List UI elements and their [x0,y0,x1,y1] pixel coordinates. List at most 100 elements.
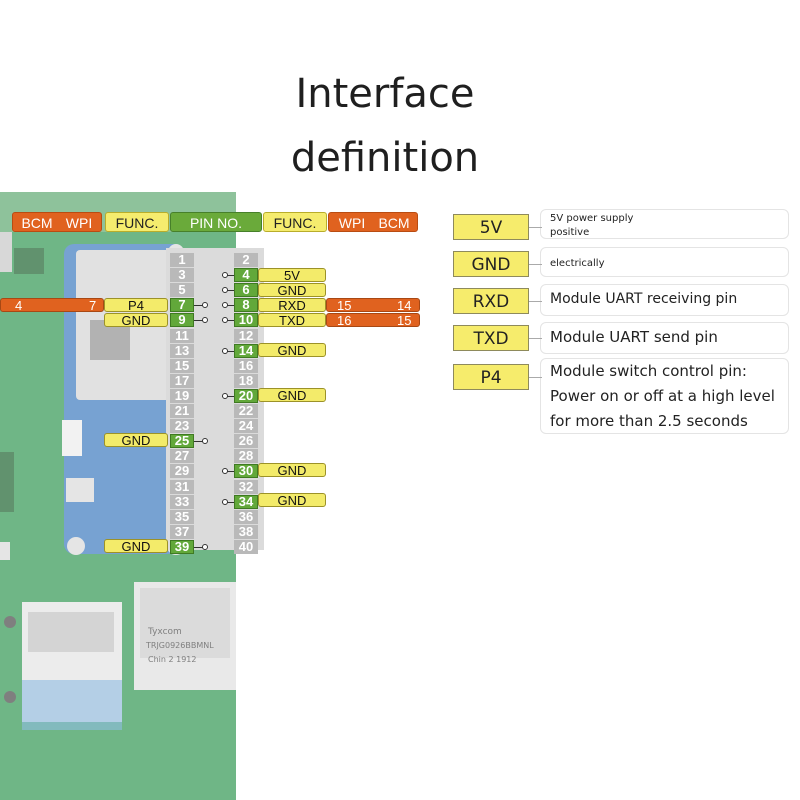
label-pin7-p4: P4 [104,298,168,312]
header-left-bcm-wpi: BCM WPI [12,212,102,232]
pin-39-dot [202,544,208,550]
jack-text-2: TRJG0926BBMNL [145,641,214,650]
pin-20: 20 [234,389,258,403]
header-left-bcm: BCM [21,215,53,231]
pin-10: 10 [234,313,258,327]
definition-box-rxd [540,284,789,316]
header-right-wpi: WPI [338,215,366,231]
pin-28: 28 [234,449,258,463]
definition-text-txd: Module UART send pin [550,328,718,346]
pin-7: 7 [170,298,194,312]
pin-23: 23 [170,419,194,433]
definition-connector-p4 [529,377,542,378]
pin-30: 30 [234,464,258,478]
pin-22: 22 [234,404,258,418]
pin-3: 3 [170,268,194,282]
pin-14: 14 [234,344,258,358]
label-pin30-gnd: GND [258,463,326,477]
definition-text-p4-line3: for more than 2.5 seconds [550,412,748,430]
pin-34: 34 [234,495,258,509]
pin-30-connector [222,471,234,472]
definition-box-txd [540,322,789,354]
pin-9-dot [202,317,208,323]
label-pin7-wpi: 7 [89,298,97,313]
pin-32: 32 [234,480,258,494]
label-pin25-gnd: GND [104,433,168,447]
definition-connector-gnd [529,264,542,265]
definition-connector-rxd [529,301,542,302]
pin-25-connector [194,441,206,442]
header-pin-no: PIN NO. [170,212,262,232]
definition-connector-txd [529,338,542,339]
pin-39-connector [194,547,206,548]
pin-33: 33 [170,495,194,509]
label-pin9-gnd: GND [104,313,168,327]
pin-15: 15 [170,359,194,373]
pin-13: 13 [170,344,194,358]
pin-20-dot [222,393,228,399]
pin-14-connector [222,351,234,352]
pin-10-dot [222,317,228,323]
title-line-1: Interface [295,71,475,117]
label-pin10-bcm: 15 [397,313,412,328]
pin-9: 9 [170,313,194,327]
pin-1: 1 [170,253,194,267]
definition-text-5v: 5V power supply positive [550,213,634,238]
pin-12: 12 [234,329,258,343]
label-pin14-gnd: GND [258,343,326,357]
label-pin20-gnd: GND [258,388,326,402]
label-pin7-bcm-wpi: 4 7 [0,298,104,312]
definition-text-gnd: electrically [550,258,605,269]
jack-text-1: Tyxcom [147,627,182,637]
pin-7-dot [202,302,208,308]
pin-7-connector [194,305,206,306]
label-pin8-wpi: 15 [337,298,352,313]
label-pin8-wpi-bcm: 15 14 [326,298,420,312]
usb-port-lower [22,680,122,730]
pin-8-dot [222,302,228,308]
label-pin8-bcm: 14 [397,298,412,313]
pin-27: 27 [170,449,194,463]
pin-14-dot [222,348,228,354]
pin-6-connector [222,290,234,291]
pin-21: 21 [170,404,194,418]
pin-29: 29 [170,464,194,478]
title-line-2: definition [290,135,480,181]
label-pin7-bcm: 4 [15,298,23,313]
pin-40: 40 [234,540,258,554]
definition-label-5v: 5V [453,214,529,240]
label-pin10-wpi: 16 [337,313,352,328]
pin-16: 16 [234,359,258,373]
pin-36: 36 [234,510,258,524]
pin-4: 4 [234,268,258,282]
pin-34-dot [222,499,228,505]
pin-10-connector [222,320,234,321]
label-pin10-wpi-bcm: 16 15 [326,313,420,327]
pin-4-connector [222,275,234,276]
pin-19: 19 [170,389,194,403]
pin-11: 11 [170,329,194,343]
pin-17: 17 [170,374,194,388]
header-left-func: FUNC. [105,212,169,232]
pin-20-connector [222,396,234,397]
pin-2: 2 [234,253,258,267]
definition-label-p4: P4 [453,364,529,390]
pin-4-dot [222,272,228,278]
pin-25: 25 [170,434,194,448]
label-pin39-gnd: GND [104,539,168,553]
definition-label-rxd: RXD [453,288,529,314]
label-pin4-5v: 5V [258,268,326,282]
pin-34-connector [222,502,234,503]
definition-label-gnd: GND [453,251,529,277]
pin-8: 8 [234,298,258,312]
pin-6-dot [222,287,228,293]
definition-text-p4-line2: Power on or off at a high level [550,387,775,405]
definition-label-txd: TXD [453,325,529,351]
definition-box-gnd [540,247,789,277]
pin-18: 18 [234,374,258,388]
pin-8-connector [222,305,234,306]
pin-38: 38 [234,525,258,539]
header-right-func: FUNC. [263,212,327,232]
definition-connector-5v [529,227,542,228]
label-pin6-gnd: GND [258,283,326,297]
